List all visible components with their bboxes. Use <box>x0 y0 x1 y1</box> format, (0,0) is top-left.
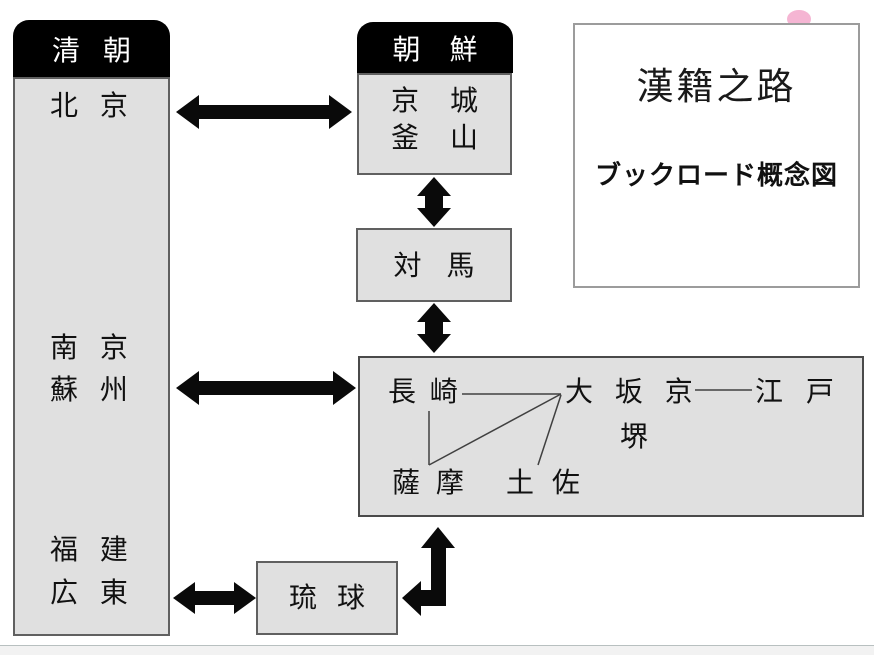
ryukyu-box <box>256 561 398 635</box>
footer-strip <box>0 645 874 655</box>
city-tosa: 土 佐 <box>506 466 580 499</box>
tsushima-box <box>356 228 512 302</box>
korea-box <box>357 73 512 175</box>
city-edo: 江 戸 <box>755 375 834 408</box>
arrow-korea-tsushima <box>417 177 451 227</box>
tsushima-label: 対 馬 <box>393 249 475 282</box>
city-fujian: 福 建 <box>50 533 128 566</box>
city-busan: 釜 山 <box>391 121 478 154</box>
korea-header-label: 朝 鮮 <box>392 32 478 66</box>
city-suzhou: 蘇 州 <box>50 373 128 406</box>
qing-dynasty-header: 清 朝 <box>13 20 170 77</box>
city-beijing: 北 京 <box>50 89 128 122</box>
city-nagasaki: 長 崎 <box>388 375 458 408</box>
arrow-fujian-ryukyu <box>173 582 256 614</box>
arrow-tsushima-nagasaki <box>417 303 451 353</box>
arrow-beijing-keijo <box>176 95 352 129</box>
city-osaka-kyoto: 大 坂 京 <box>565 375 693 408</box>
korea-header: 朝 鮮 <box>357 22 513 73</box>
city-nanjing: 南 京 <box>50 331 128 364</box>
diagram-subtitle: ブックロード概念図 <box>594 161 838 191</box>
qing-header-label: 清 朝 <box>52 33 131 67</box>
arrow-ryukyu-satsuma-elbow <box>402 527 455 616</box>
qing-dynasty-box <box>13 77 170 636</box>
city-keijo: 京 城 <box>391 84 478 117</box>
city-guangdong: 広 東 <box>50 576 128 609</box>
diagram-title: 漢籍之路 <box>636 65 797 108</box>
city-satsuma: 薩 摩 <box>392 466 464 499</box>
city-sakai: 堺 <box>620 420 649 453</box>
ryukyu-label: 琉 球 <box>289 581 365 614</box>
arrow-nanjing-nagasaki <box>176 371 356 405</box>
legend-panel: 漢籍之路 ブックロード概念図 <box>573 23 860 288</box>
